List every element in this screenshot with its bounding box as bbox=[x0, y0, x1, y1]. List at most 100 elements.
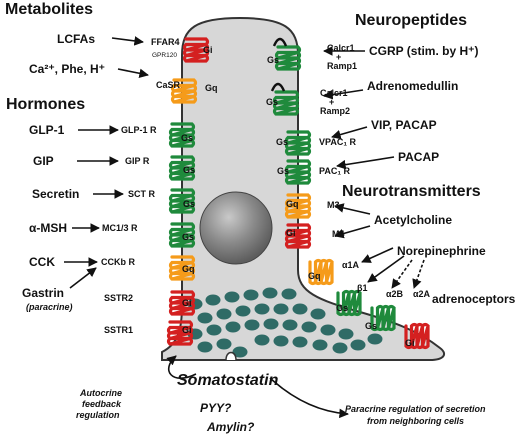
arrow-ca bbox=[117, 68, 149, 79]
ligand-vip-pacap: VIP, PACAP bbox=[371, 118, 437, 132]
ligand-paracrine: (paracrine) bbox=[26, 302, 73, 312]
gprotein-cckbr: Gq bbox=[182, 264, 195, 274]
gprotein-m3: Gq bbox=[286, 199, 299, 209]
receptor-label-a1a: α1A bbox=[342, 260, 360, 270]
receptor-label-sctr: SCT R bbox=[128, 189, 156, 199]
arrow-ne-a2b bbox=[391, 259, 413, 289]
receptor-label-glp1r: GLP-1 R bbox=[121, 125, 157, 135]
receptor-casr bbox=[170, 78, 198, 104]
receptor-label-calcr1-plus: + bbox=[336, 52, 341, 62]
label-autocrine-1: Autocrine bbox=[79, 388, 122, 398]
heading-neuropeptides: Neuropeptides bbox=[355, 12, 467, 29]
arrow-paracrine bbox=[269, 377, 349, 419]
receptor-label-calcr1-a: Calcr1 bbox=[327, 43, 355, 53]
gprotein-a1a: Gq bbox=[308, 271, 321, 281]
granule bbox=[301, 321, 317, 333]
granule bbox=[235, 305, 251, 317]
receptor-label-mc13r: MC1/3 R bbox=[102, 223, 138, 233]
ramp-protein-loop bbox=[270, 82, 286, 92]
receptor-label-m4: M4 bbox=[332, 229, 345, 239]
ligand-secretin: Secretin bbox=[32, 187, 79, 201]
receptor-label-casr: CaSR bbox=[156, 80, 181, 90]
arrow-autocrine bbox=[166, 355, 197, 379]
gprotein-m4: Gi bbox=[286, 228, 296, 238]
receptor-label-cckbr: CCKb R bbox=[101, 257, 135, 267]
arrow-ne-a1a bbox=[361, 247, 394, 263]
granule bbox=[273, 335, 289, 347]
gprotein-gipr: Gs bbox=[183, 165, 195, 175]
granule bbox=[350, 339, 366, 351]
label-autocrine-3: regulation bbox=[76, 410, 120, 420]
heading-metabolites: Metabolites bbox=[5, 1, 93, 18]
receptor-label-ffar4: FFAR4 bbox=[151, 37, 180, 47]
receptor-a2b bbox=[370, 304, 396, 332]
arrow-ach-m4 bbox=[334, 225, 371, 239]
ligand-norepinephrine: Norepinephrine bbox=[397, 244, 486, 258]
receptor-ffar4 bbox=[182, 37, 210, 63]
granule bbox=[243, 289, 259, 301]
receptor-a2a bbox=[404, 322, 430, 350]
granule bbox=[254, 334, 270, 346]
granule bbox=[312, 339, 328, 351]
receptor-mc13r bbox=[168, 222, 196, 248]
receptor-m3 bbox=[284, 193, 312, 219]
receptor-cckbr bbox=[168, 255, 196, 281]
label-paracrine-2: from neighboring cells bbox=[367, 416, 464, 426]
receptor-label-calcr1-b: Calcr1 bbox=[320, 88, 348, 98]
gprotein-ffar4: Gi bbox=[203, 45, 213, 55]
receptor-pac1r bbox=[284, 159, 312, 185]
granule bbox=[263, 318, 279, 330]
arrow-adrenomedullin bbox=[323, 89, 364, 100]
receptor-sstr2 bbox=[168, 290, 196, 316]
granule bbox=[216, 338, 232, 350]
gprotein-pac1r: Gs bbox=[277, 166, 289, 176]
gprotein-b1: Gs bbox=[336, 303, 348, 313]
arrow-pacap bbox=[336, 156, 395, 170]
receptor-glp1r bbox=[168, 122, 196, 148]
granule bbox=[205, 294, 221, 306]
arrow-vip bbox=[331, 126, 368, 140]
label-somatostatin: Somatostatin bbox=[177, 372, 279, 389]
gprotein-sstr1: Gi bbox=[182, 325, 192, 335]
receptor-sctr bbox=[168, 188, 196, 214]
receptor-gipr bbox=[168, 155, 196, 181]
granule bbox=[206, 324, 222, 336]
granule bbox=[292, 303, 308, 315]
ligand-adrenomedullin: Adrenomedullin bbox=[367, 79, 458, 93]
ligand-gastrin: Gastrin bbox=[22, 286, 64, 300]
label-amylin: Amylin? bbox=[206, 420, 255, 434]
receptor-calcr1-ramp2 bbox=[272, 90, 300, 116]
arrow-ne-b1 bbox=[367, 255, 405, 283]
receptor-label-a2a: α2A bbox=[413, 289, 431, 299]
receptor-label-pac1r: PAC₁ R bbox=[319, 166, 351, 176]
arrow-ne-a2a bbox=[412, 259, 425, 289]
granule bbox=[292, 336, 308, 348]
receptor-label-ramp2: Ramp2 bbox=[320, 106, 350, 116]
label-paracrine-1: Paracrine regulation of secretion bbox=[345, 404, 486, 414]
granule bbox=[224, 291, 240, 303]
gprotein-sctr: Gs bbox=[183, 199, 195, 209]
ligand-cgrp: CGRP (stim. by H⁺) bbox=[369, 44, 478, 58]
gprotein-vpac1r: Gs bbox=[276, 137, 288, 147]
arrow-lcfas bbox=[111, 36, 144, 46]
receptors-layer bbox=[166, 37, 430, 350]
receptor-label-sstr2: SSTR2 bbox=[104, 293, 133, 303]
granule bbox=[225, 321, 241, 333]
heading-hormones: Hormones bbox=[6, 96, 85, 113]
receptor-a1a bbox=[308, 258, 334, 286]
receptor-m4 bbox=[284, 223, 312, 249]
granule bbox=[273, 303, 289, 315]
gprotein-a2b: Gs bbox=[365, 321, 377, 331]
ligand-glp1: GLP-1 bbox=[29, 123, 65, 137]
receptor-label-calcr1-plus-2: + bbox=[329, 97, 334, 107]
granule bbox=[310, 308, 326, 320]
granule bbox=[332, 342, 348, 354]
gprotein-glp1r: Gs bbox=[181, 133, 193, 143]
secretion-pore bbox=[225, 351, 237, 361]
label-autocrine-2: feedback bbox=[82, 399, 122, 409]
receptor-b1 bbox=[336, 289, 362, 317]
receptor-calcr1-ramp1 bbox=[274, 45, 302, 71]
granule bbox=[262, 287, 278, 299]
granule bbox=[216, 308, 232, 320]
